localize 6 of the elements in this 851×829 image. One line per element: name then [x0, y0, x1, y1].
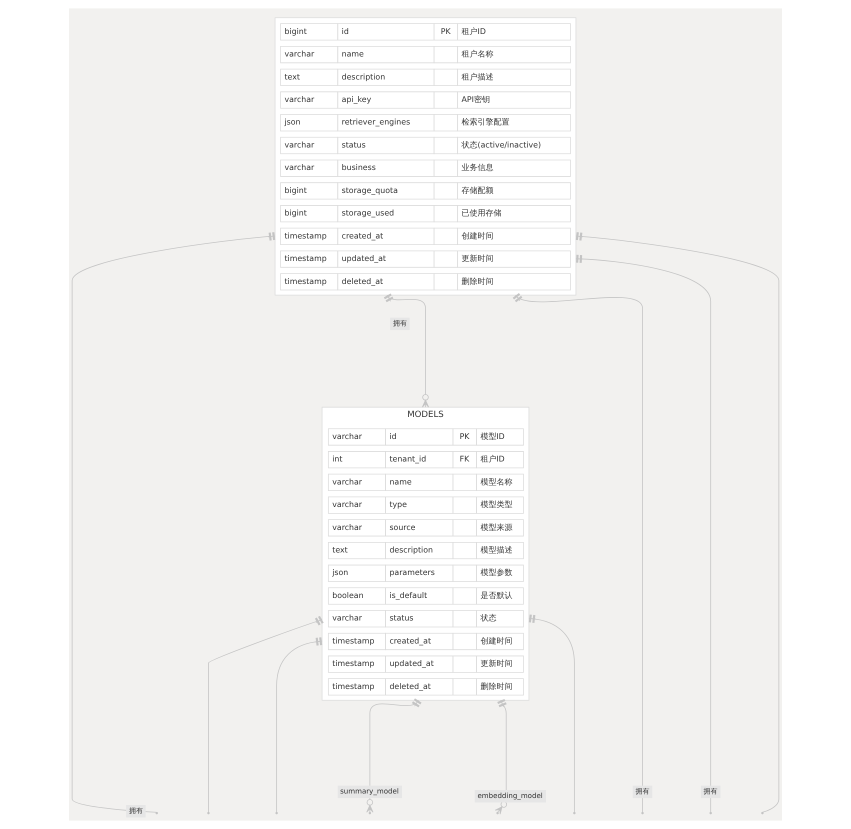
edge-label: embedding_model	[477, 791, 543, 800]
edge-label: 拥有	[128, 806, 143, 815]
edge-label: 拥有	[635, 786, 650, 796]
edge-label: summary_model	[340, 786, 399, 796]
edge-label: 拥有	[392, 318, 407, 328]
edge-label: 拥有	[704, 786, 718, 796]
